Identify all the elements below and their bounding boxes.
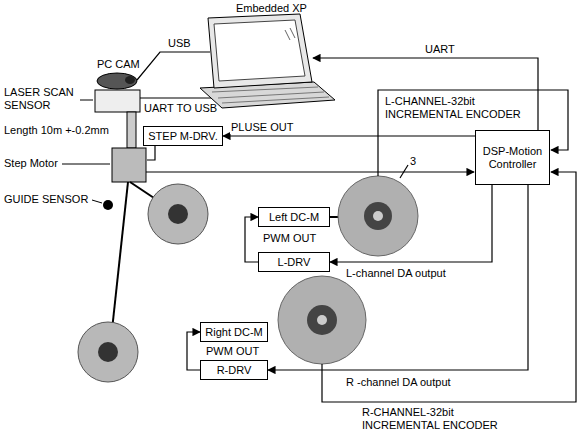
usb-wire [137,52,210,80]
signal-label: PWM OUT [262,232,317,245]
annotation-label: LASER SCAN SENSOR [4,86,78,112]
wheel-axle [373,211,383,221]
signal-connector [330,185,492,262]
wheel-axle [317,315,327,325]
driver-box: L-DRV [258,252,330,272]
laser-scan-sensor [95,90,140,112]
annotation-label: Length 10m +-0.2mm [4,124,109,137]
annotation-label: PC CAM [97,58,140,71]
keyboard-line [212,87,318,92]
annotation-label: USB [168,37,191,50]
step-motor [112,148,146,182]
leader-line [80,100,93,101]
wheel-hub [168,204,188,224]
signal-connector [268,185,528,370]
encoder-wire [322,172,576,402]
wheel-hub [98,342,118,362]
box-text: STEP M-DRV. [148,130,218,143]
pc-camera [97,73,137,89]
motor-box: Left DC-M [258,207,330,227]
box-text: DSP-Motion Controller [476,145,549,171]
box-text: Right DC-M [205,326,262,339]
motor-box: Right DC-M [200,322,268,342]
wheel-hub [364,202,392,230]
annotation-label: Embedded XP [236,2,307,15]
laptop-screen [208,14,312,88]
annotation-label: UART [425,43,455,56]
screen-mark [285,30,290,40]
box-text: R-DRV [217,364,252,377]
signal-label: R -channel DA output [345,376,452,389]
keyboard-line [218,92,324,98]
camera-lens [125,76,135,84]
signal-label: PWM OUT [205,345,260,358]
right-drive-wheel [278,276,366,364]
driver-box: STEP M-DRV. [143,126,223,146]
uart-wire [313,58,538,130]
uart-usb-wire [140,97,211,98]
annotation-label: GUIDE SENSOR [4,193,88,206]
screen-mark [290,28,295,38]
leader-line [92,200,102,203]
annotation-label: Step Motor [4,157,58,170]
keyboard-line [222,97,329,103]
annotation-label: R-CHANNEL-32bit INCREMENTAL ENCODER [362,406,510,432]
controller-box: DSP-Motion Controller [475,130,550,185]
signal-connector [187,332,200,370]
cart-frame [112,182,128,330]
left-drive-wheel [338,176,418,256]
annotation-label: 3 [410,155,416,168]
box-text: Left DC-M [269,211,319,224]
guide-wire [146,171,474,172]
signal-connector [223,135,475,136]
vehicle-illustration [62,14,576,402]
box-text: L-DRV [278,256,311,269]
annotation-label: L-CHANNEL-32bit INCREMENTAL ENCODER [385,95,533,121]
signal-label: PLUSE OUT [230,121,294,134]
bus-slash [400,165,408,178]
leader-line [62,164,110,165]
signal-label: L-channel DA output [345,267,447,280]
motor-wire [147,146,155,160]
caster-wheel [78,322,138,382]
guide-sensor [103,200,113,210]
annotation-label: UART TO USB [144,102,217,115]
sensor-mast [127,112,136,148]
driver-box: R-DRV [200,360,268,380]
wheel-hub [307,305,337,335]
caster-wheel [148,184,208,244]
signal-connector [245,217,258,262]
laptop-display [214,20,305,81]
